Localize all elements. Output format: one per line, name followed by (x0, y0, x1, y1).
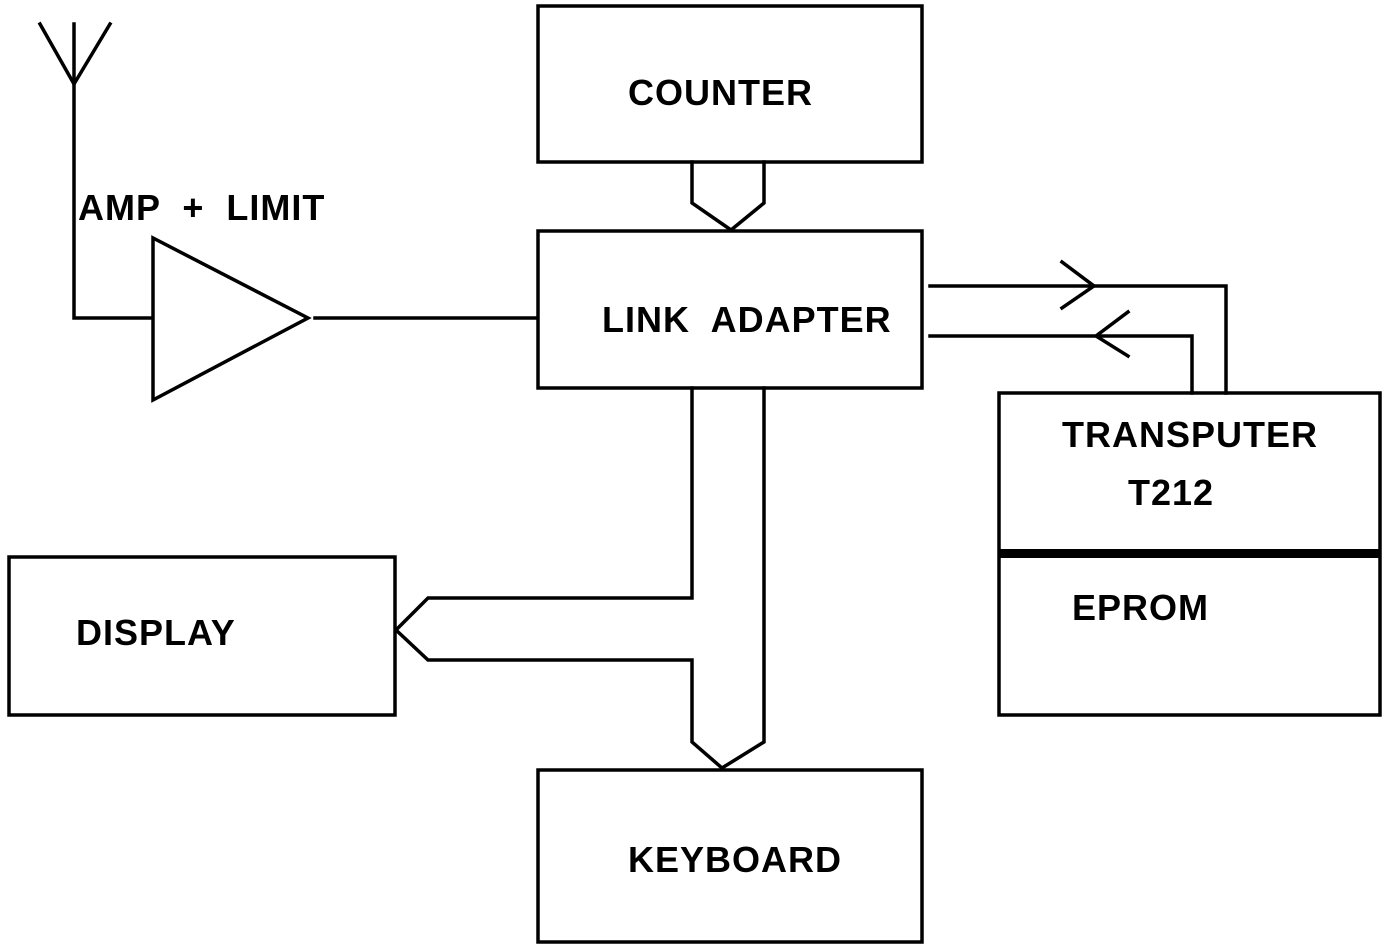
counter-label: COUNTER (628, 72, 813, 113)
link-out-line (928, 284, 1228, 395)
antenna-icon (37, 21, 154, 320)
transputer-model-label: T212 (1128, 472, 1214, 513)
amplifier-triangle (151, 235, 312, 403)
link-in-line (928, 334, 1194, 395)
link-adapter-label: LINK ADAPTER (602, 299, 892, 340)
eprom-label: EPROM (1072, 587, 1209, 628)
keyboard-bus-left (393, 386, 725, 771)
counter-box (536, 4, 924, 164)
transputer-label: TRANSPUTER (1062, 414, 1318, 455)
link-adapter-box (536, 229, 924, 390)
keyboard-box (536, 768, 924, 944)
keyboard-bus-right (719, 386, 766, 771)
transputer-eprom-divider (999, 549, 1380, 558)
display-label: DISPLAY (76, 612, 236, 653)
amp-limit-label: AMP + LIMIT (78, 187, 325, 228)
display-box (7, 555, 397, 717)
counter-bus-arrow (690, 160, 766, 233)
link-out-arrow (1059, 259, 1097, 311)
keyboard-label: KEYBOARD (628, 839, 842, 880)
link-in-arrow (1092, 309, 1131, 359)
